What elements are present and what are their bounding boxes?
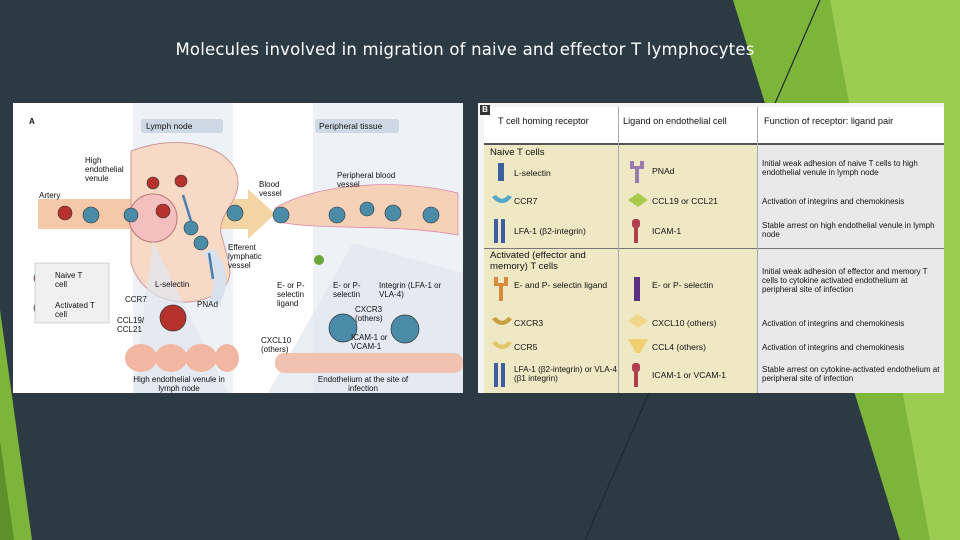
function-activated-1: Initial weak adhesion of effector and me…	[762, 267, 928, 294]
function-activated-3: Activation of integrins and chemokinesis	[762, 343, 905, 352]
blood-vessel-label: Blood vessel	[259, 180, 282, 198]
header-ligand: Ligand on endothelial cell	[623, 116, 727, 126]
ep-selectin-icon	[634, 277, 640, 301]
panel-a-drawing	[33, 103, 463, 393]
legend-box	[34, 262, 110, 324]
hev-endothelium-cells	[125, 344, 239, 372]
pnad-label: PNAd	[197, 300, 218, 309]
cxcl10-icon	[628, 314, 648, 328]
cxcr3-label: CXCR3 (others)	[355, 305, 383, 323]
lymph-node-label: Lymph node	[146, 121, 193, 131]
infection-site-endothelium	[275, 353, 463, 373]
lfa-1-vla-4-icon	[494, 363, 505, 387]
ep-selectin-ligand-label: E- or P- selectin ligand	[277, 281, 305, 308]
ep-selectin-ligand-icon	[494, 277, 508, 301]
panel-b-letter: B	[480, 105, 490, 115]
receptor-lfa-1-vla-4: LFA-1 (β2-integrin) or VLA-4 (β1 integri…	[514, 365, 617, 383]
icam-vcam-icon	[632, 363, 640, 387]
panel-a-letter: A	[29, 117, 35, 126]
lfa-1-icon	[494, 219, 505, 243]
cxcr3-icon	[492, 317, 512, 325]
legend-activated-label: Activated T cell	[55, 301, 95, 319]
ligand-ep-selectin: E- or P- selectin	[652, 280, 714, 290]
receptor-ccr7: CCR7	[514, 196, 538, 206]
l-selectin-icon	[498, 163, 504, 181]
efferent-lymphatic-vessel-label: Efferent lymphatic vessel	[228, 243, 262, 270]
lymph-node-header-bg	[141, 119, 223, 133]
receptor-ccr5: CCR5	[514, 342, 538, 352]
table-header-rule	[484, 143, 944, 145]
legend-naive-label: Naive T cell	[55, 271, 83, 289]
ligand-pnad: PNAd	[652, 166, 675, 176]
green-corner-shape-left	[0, 310, 32, 540]
pnad-icon	[630, 161, 644, 183]
ccr5-icon	[492, 341, 512, 349]
function-activated-2: Activation of integrins and chemokinesis	[762, 319, 905, 328]
receptor-cxcr3: CXCR3	[514, 318, 544, 328]
function-naive-1: Initial weak adhesion of naive T cells t…	[762, 159, 918, 177]
ccl19-ccl21-label: CCL19/ CCL21	[117, 316, 145, 334]
table-header-bg	[484, 107, 944, 143]
green-corner-shape-left-dark	[0, 440, 14, 540]
table-right-column-bg	[757, 143, 944, 393]
function-naive-3: Stable arrest on high endothelial venule…	[762, 221, 935, 239]
column-divider-1	[618, 107, 619, 393]
panel-b-homing-receptor-table: B T cell homing receptor Ligand on endot…	[478, 103, 944, 393]
ligand-icam-vcam: ICAM-1 or VCAM-1	[652, 370, 727, 380]
icam-vcam-label: ICAM-1 or VCAM-1	[351, 333, 388, 351]
slide-title: Molecules involved in migration of naive…	[175, 40, 755, 59]
green-chemokine-cell	[314, 255, 324, 265]
section-activated-title: Activated (effector and memory) T cells	[490, 250, 586, 272]
ccl4-icon	[628, 339, 648, 353]
icam-1-icon	[632, 219, 640, 243]
peripheral-tissue-label: Peripheral tissue	[319, 121, 383, 131]
ligand-ccl19-ccl21: CCL19 or CCL21	[652, 196, 718, 206]
ligand-cxcl10: CXCL10 (others)	[652, 318, 717, 328]
migration-arrow-1	[181, 194, 193, 222]
ligand-ccl4: CCL4 (others)	[652, 342, 706, 352]
l-selectin-label: L-selectin	[155, 280, 190, 289]
artery-label: Artery	[39, 191, 61, 200]
column-divider-2	[757, 107, 758, 393]
cxcl10-label: CXCL10 (others)	[261, 336, 292, 354]
header-function: Function of receptor: ligand pair	[764, 116, 894, 126]
endothelium-label: Endothelium at the site of infection	[317, 375, 409, 393]
ccr7-icon	[492, 195, 512, 203]
integrin-label: Integrin (LFA-1 or VLA-4)	[379, 281, 442, 299]
efferent-lymphatic-vessel	[203, 248, 227, 305]
ccr7-label: CCR7	[125, 295, 147, 304]
ligand-icam-1: ICAM-1	[652, 226, 682, 236]
table-left-columns-bg	[484, 143, 757, 393]
receptor-lfa-1: LFA-1 (β2-integrin)	[514, 226, 586, 236]
function-naive-2: Activation of integrins and chemokinesis	[762, 197, 905, 206]
peripheral-tissue-header-bg	[315, 119, 399, 133]
high-endothelial-venule-label: High endothelial venule	[85, 156, 124, 183]
header-homing-receptor: T cell homing receptor	[498, 116, 589, 126]
peripheral-blood-vessel-label: Peripheral blood vessel	[337, 171, 396, 189]
function-activated-4: Stable arrest on cytokine-activated endo…	[762, 365, 940, 383]
section-divider	[484, 248, 944, 249]
ccl19-ccl21-icon	[628, 193, 648, 207]
panel-a-migration-illustration: A Lymph node Peripheral tissue High endo…	[13, 103, 463, 393]
section-naive-title: Naive T cells	[490, 147, 545, 158]
migration-arrow-2	[207, 252, 215, 280]
ep-selectin-label: E- or P- selectin	[333, 281, 361, 299]
receptor-l-selectin: L-selectin	[514, 168, 551, 178]
receptor-ep-selectin-ligand: E- and P- selectin ligand	[514, 280, 608, 290]
hev-lymph-node-label: High endothelial venule in lymph node	[133, 375, 225, 393]
